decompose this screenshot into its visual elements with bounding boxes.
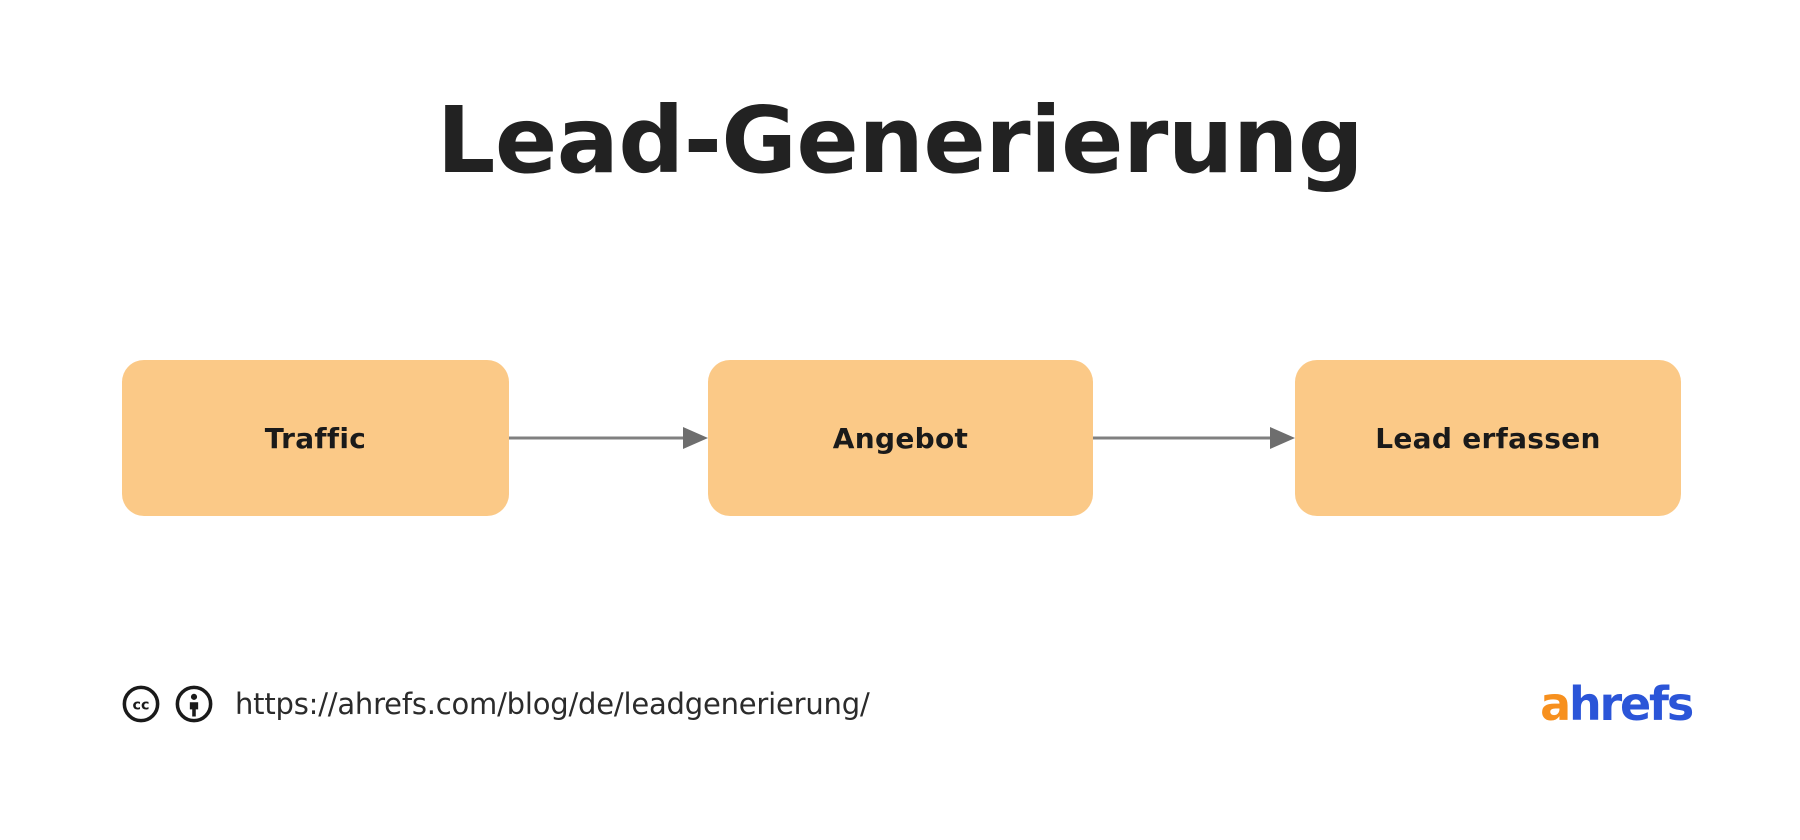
arrow-right-icon [1093, 427, 1295, 449]
flow-node-lead-erfassen[interactable]: Lead erfassen [1295, 360, 1681, 516]
ahrefs-logo-wordmark: hrefs [1568, 677, 1694, 731]
ahrefs-logo[interactable]: ahrefs [1540, 676, 1694, 732]
license-badges: cc [122, 676, 228, 732]
flow-node-label: Angebot [832, 421, 969, 455]
flow-connector-1 [509, 422, 708, 454]
creative-commons-icon: cc [122, 685, 160, 723]
flow-diagram: Traffic Angebot Lead erfassen [0, 360, 1800, 516]
flow-node-angebot[interactable]: Angebot [708, 360, 1093, 516]
footer: cc https://ahrefs.com/blog/de/leadgeneri… [0, 676, 1800, 746]
arrow-right-icon [509, 427, 708, 449]
flow-node-label: Lead erfassen [1375, 421, 1601, 455]
flow-node-traffic[interactable]: Traffic [122, 360, 509, 516]
svg-text:cc: cc [133, 697, 150, 713]
flow-node-label: Traffic [264, 421, 367, 455]
ahrefs-logo-accent-letter: a [1540, 677, 1571, 731]
flow-connector-2 [1093, 422, 1295, 454]
page-title: Lead-Generierung [436, 87, 1364, 194]
cc-by-attribution-icon [175, 685, 213, 723]
source-url[interactable]: https://ahrefs.com/blog/de/leadgenerieru… [235, 687, 870, 721]
